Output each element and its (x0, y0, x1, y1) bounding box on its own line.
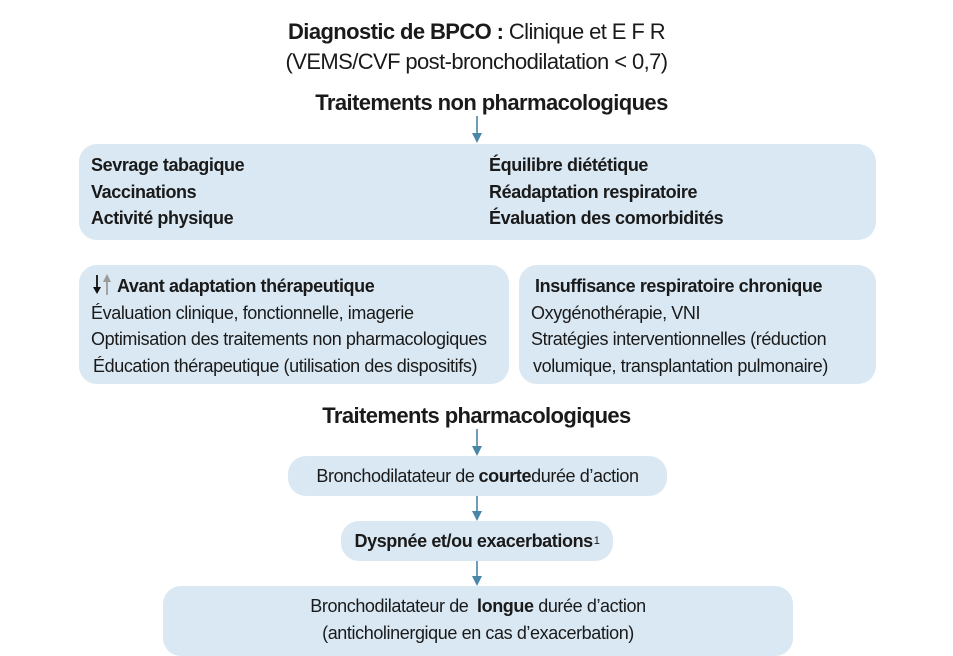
adaptation-content: Avant adaptation thérapeutique Évaluatio… (91, 273, 487, 379)
chronic-content: Insuffisance respiratoire chronique Oxyg… (531, 273, 828, 379)
list-item: Sevrage tabagique (91, 155, 245, 175)
up-down-arrows-icon (91, 273, 117, 300)
long-acting-box: Bronchodilatateur de longue durée d’acti… (163, 586, 793, 656)
short-acting-box: Bronchodilatateur de courte durée d’acti… (288, 456, 667, 496)
long-acting-content: Bronchodilatateur de longue durée d’acti… (163, 593, 793, 646)
list-item: Évaluation des comorbidités (489, 208, 724, 228)
arrow-down-icon (472, 561, 482, 586)
title-line-2: (VEMS/CVF post-bronchodilatation < 0,7) (285, 49, 669, 74)
long-acting-bold: longue (477, 596, 534, 616)
long-acting-pre: Bronchodilatateur de (310, 596, 474, 616)
short-acting-post: durée d’action (531, 465, 639, 486)
adaptation-heading-row: Avant adaptation thérapeutique (91, 273, 487, 300)
title-rest: Clinique et E F R (503, 19, 666, 44)
title-line-1: Diagnostic de BPCO : Clinique et E F R (0, 17, 953, 47)
pharma-heading: Traitements pharmacologiques (322, 403, 631, 428)
list-item: Activité physique (91, 208, 234, 228)
short-acting-pre: Bronchodilatateur de (316, 465, 475, 486)
title-bold: Diagnostic de BPCO : (288, 19, 504, 44)
chronic-heading: Insuffisance respiratoire chronique (535, 276, 823, 296)
adaptation-heading: Avant adaptation thérapeutique (117, 276, 375, 296)
adaptation-line: Optimisation des traitements non pharmac… (91, 329, 487, 349)
arrow-down-icon (472, 116, 482, 143)
chronic-line: volumique, transplantation pulmonaire) (533, 355, 828, 376)
diagnosis-title: Diagnostic de BPCO : Clinique et E F R (… (0, 17, 953, 77)
short-acting-bold: courte (478, 465, 532, 486)
non-pharma-heading: Traitements non pharmacologiques (315, 90, 668, 115)
long-acting-post: durée d’action (533, 596, 646, 616)
arrow-down-icon (472, 429, 482, 456)
list-item: Équilibre diététique (489, 155, 649, 175)
long-acting-line-1: Bronchodilatateur de longue durée d’acti… (163, 593, 793, 620)
adaptation-line: Éducation thérapeutique (utilisation des… (93, 355, 478, 376)
non-pharma-right-list: Équilibre diététique Réadaptation respir… (489, 152, 724, 232)
adaptation-box: Avant adaptation thérapeutique Évaluatio… (79, 265, 509, 384)
dyspnea-footnote: 1 (593, 535, 600, 547)
list-item: Vaccinations (91, 181, 197, 202)
non-pharma-left-list: Sevrage tabagique Vaccinations Activité … (91, 152, 245, 232)
dyspnea-text: Dyspnée et/ou exacerbations (354, 530, 593, 551)
long-acting-line-2: (anticholinergique en cas d’exacerbation… (322, 622, 634, 643)
list-item: Réadaptation respiratoire (489, 181, 698, 202)
adaptation-line: Évaluation clinique, fonctionnelle, imag… (91, 302, 414, 323)
chronic-line: Stratégies interventionnelles (réduction (531, 329, 827, 349)
arrow-down-icon (472, 496, 482, 521)
non-pharma-box: Sevrage tabagique Vaccinations Activité … (79, 144, 876, 240)
chronic-line: Oxygénothérapie, VNI (531, 302, 701, 323)
chronic-failure-box: Insuffisance respiratoire chronique Oxyg… (519, 265, 876, 384)
